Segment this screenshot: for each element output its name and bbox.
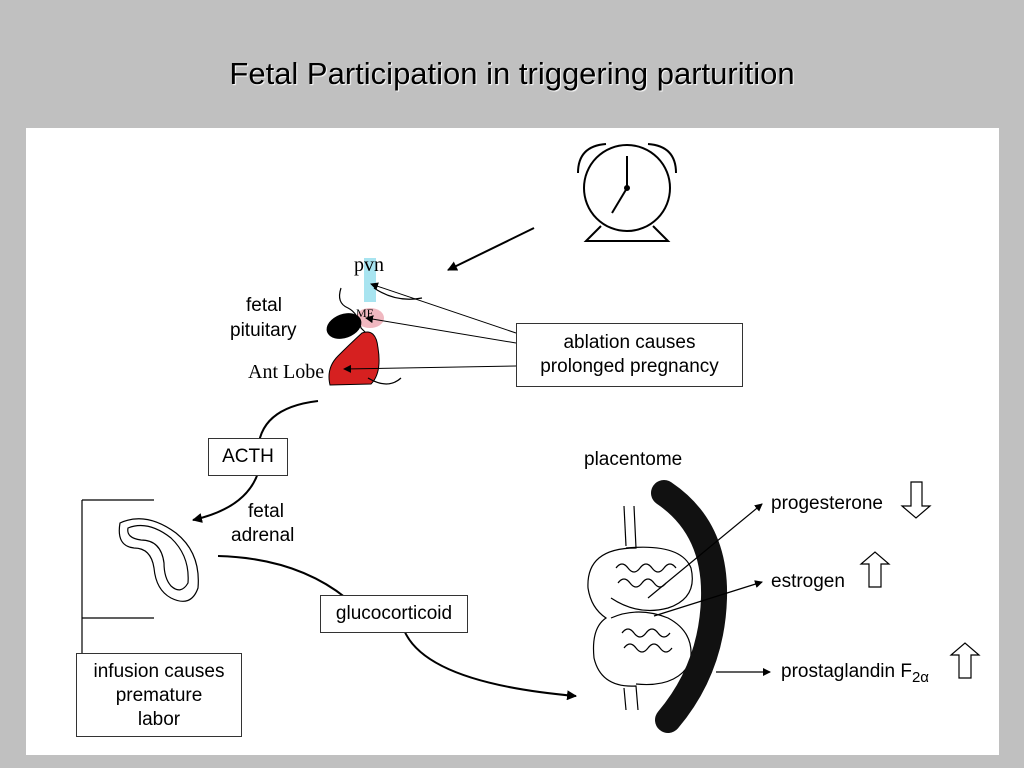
ablation-line-1: ablation causes [563,332,696,353]
fetal-pituitary-label-1: fetal [246,295,282,316]
fetal-adrenal-label-2: adrenal [231,525,295,546]
fetal-adrenal-label-1: fetal [248,501,284,522]
diagram-panel: pvn ME fetal pituitary Ant Lobe ablation… [26,128,999,755]
progesterone-label: progesterone [771,493,883,514]
pvn-label: pvn [354,254,384,276]
ablation-box: ablation causes prolonged pregnancy [516,323,743,387]
posterior-lobe [326,313,362,339]
ablation-line-2: prolonged pregnancy [540,356,719,377]
infusion-line-1: infusion causes [93,661,225,682]
infusion-line-2: premature [115,685,203,706]
up-arrow-icon [859,551,891,588]
fetal-adrenal-drawing [81,499,199,653]
glucocorticoid-to-placentome-arrow [403,629,577,701]
prostaglandin-label: prostaglandin F2α [781,660,929,690]
up-arrow-icon [949,642,981,679]
pvn-region [364,258,376,302]
hypothalamus-pituitary [326,258,423,386]
acth-box: ACTH [208,438,288,476]
placentome-label: placentome [584,449,683,470]
estrogen-label: estrogen [771,571,845,592]
diagram-drawing [81,143,981,733]
glucocorticoid-label: glucocorticoid [335,603,453,624]
slide-title: Fetal Participation in triggering partur… [229,56,795,91]
fetal-pituitary-label-2: pituitary [230,320,297,341]
ant-lobe-label: Ant Lobe [248,361,325,383]
hormone-arrows [647,503,771,676]
glucocorticoid-curve [217,555,347,599]
glucocorticoid-box: glucocorticoid [320,595,468,633]
infusion-box: infusion causes premature labor [76,653,242,737]
prostaglandin-text: prostaglandin F [781,661,912,682]
anterior-lobe [328,331,380,386]
alarm-clock-icon [577,143,677,242]
clock-arrow [447,227,535,271]
down-arrow-icon [900,481,932,519]
placentome-drawing [587,505,693,711]
ablation-arrows [343,282,517,373]
chorion-band [651,480,728,733]
infusion-line-3: labor [137,709,181,730]
me-label: ME [356,306,374,320]
prostaglandin-subscript: 2α [911,668,929,686]
acth-to-adrenal-arrow [192,472,259,523]
acth-label: ACTH [222,446,274,467]
